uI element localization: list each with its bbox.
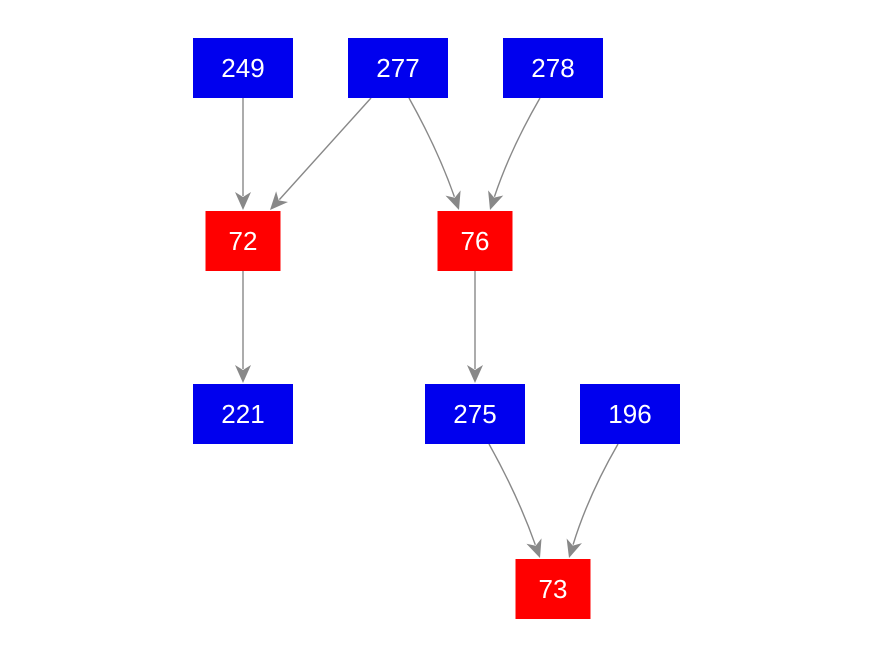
edge-line xyxy=(488,443,536,546)
edge-278-to-76 xyxy=(488,97,541,210)
arrowhead-icon xyxy=(270,191,288,210)
edge-249-to-72 xyxy=(235,98,251,210)
node-label: 275 xyxy=(453,399,496,429)
edge-76-to-275 xyxy=(467,271,483,383)
edge-275-to-73 xyxy=(488,443,542,558)
node-label: 221 xyxy=(221,399,264,429)
node-box[interactable] xyxy=(580,384,680,444)
node-73[interactable]: 73 xyxy=(515,559,591,619)
arrowhead-icon xyxy=(467,365,483,383)
edge-72-to-221 xyxy=(235,271,251,383)
node-221[interactable]: 221 xyxy=(193,384,293,444)
edges-layer xyxy=(235,97,619,558)
node-277[interactable]: 277 xyxy=(348,38,448,98)
arrowhead-icon xyxy=(526,538,542,558)
edge-277-to-76 xyxy=(408,97,461,210)
node-76[interactable]: 76 xyxy=(437,211,513,271)
arrowhead-icon xyxy=(235,365,251,383)
nodes-layer: 249 277 278 72 76 221 275 196 73 xyxy=(193,38,680,619)
node-label: 196 xyxy=(608,399,651,429)
arrowhead-icon xyxy=(235,192,251,210)
node-196[interactable]: 196 xyxy=(580,384,680,444)
edge-line xyxy=(493,97,541,197)
node-label: 277 xyxy=(376,53,419,83)
node-box[interactable] xyxy=(205,211,281,271)
arrowhead-icon xyxy=(445,190,461,210)
node-249[interactable]: 249 xyxy=(193,38,293,98)
node-72[interactable]: 72 xyxy=(205,211,281,271)
node-label: 76 xyxy=(461,226,490,256)
node-label: 73 xyxy=(539,574,568,604)
node-label: 72 xyxy=(229,226,258,256)
node-box[interactable] xyxy=(193,38,293,98)
node-box[interactable] xyxy=(425,384,525,444)
arrowhead-icon xyxy=(566,538,582,558)
edge-277-to-72 xyxy=(270,97,372,210)
edge-line xyxy=(572,443,619,545)
node-box[interactable] xyxy=(503,38,603,98)
node-278[interactable]: 278 xyxy=(503,38,603,98)
edge-line xyxy=(408,97,456,198)
node-box[interactable] xyxy=(193,384,293,444)
edge-line xyxy=(278,97,372,201)
node-box[interactable] xyxy=(348,38,448,98)
arrowhead-icon xyxy=(488,190,504,210)
edge-196-to-73 xyxy=(566,443,619,558)
node-box[interactable] xyxy=(437,211,513,271)
node-275[interactable]: 275 xyxy=(425,384,525,444)
node-label: 249 xyxy=(221,53,264,83)
node-label: 278 xyxy=(531,53,574,83)
node-box[interactable] xyxy=(515,559,591,619)
